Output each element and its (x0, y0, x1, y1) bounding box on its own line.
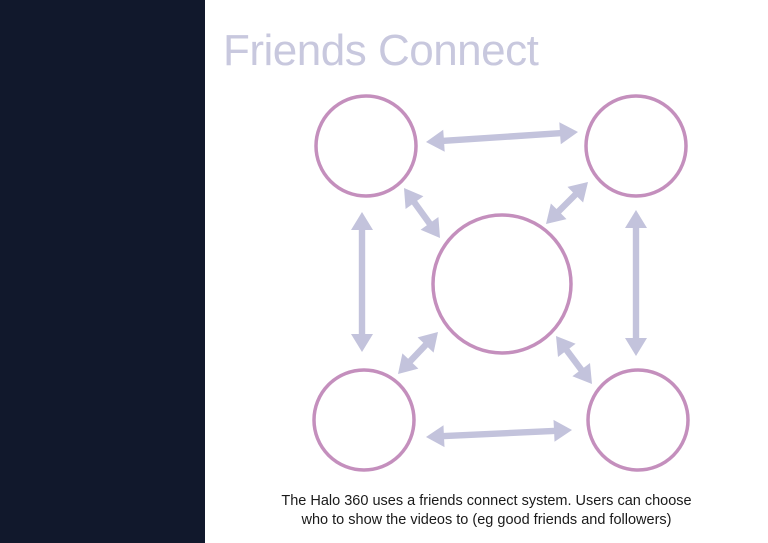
arrow-center-bottom-left (398, 332, 438, 374)
caption-line-2: who to show the videos to (eg good frien… (301, 512, 672, 528)
arrow-center-top-right (546, 182, 588, 224)
arrow-center-top-left (404, 188, 440, 238)
dark-sidebar-panel (0, 0, 205, 543)
slide-caption: The Halo 360 uses a friends connect syst… (205, 492, 768, 530)
arrow-right (625, 210, 647, 356)
slide-title: Friends Connect (223, 26, 539, 75)
avatar-top-right (584, 94, 688, 198)
arrow-top (426, 122, 578, 152)
avatar-top-left (314, 94, 418, 198)
avatar-center (431, 213, 573, 355)
arrow-center-bottom-right (556, 336, 592, 384)
connection-arrows (351, 122, 647, 448)
caption-line-1: The Halo 360 uses a friends connect syst… (281, 493, 692, 509)
arrow-left (351, 212, 373, 352)
arrow-bottom (426, 419, 572, 448)
avatar-bottom-right (586, 368, 690, 472)
avatar-bottom-left (312, 368, 416, 472)
friend-avatars (312, 94, 690, 472)
